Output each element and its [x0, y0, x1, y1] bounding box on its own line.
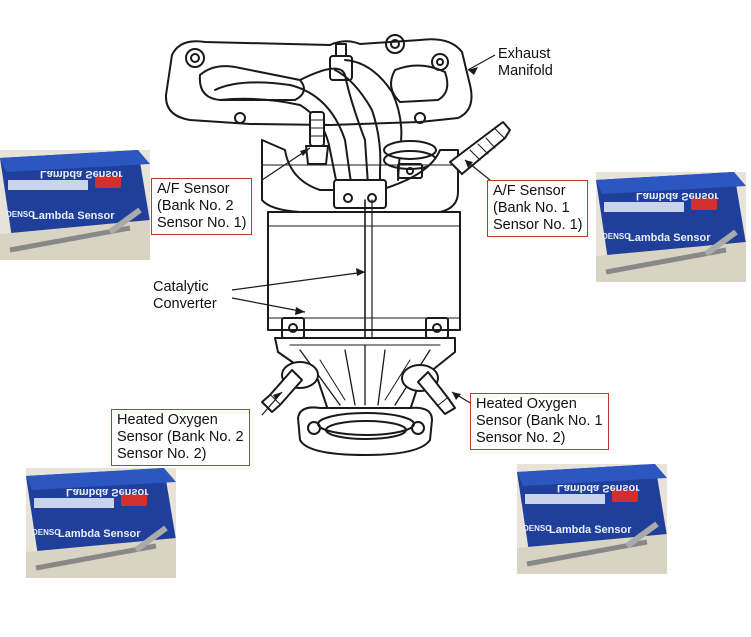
ho2-sensor-bank1-part	[417, 371, 456, 415]
af-sensor-bank2-part	[305, 111, 329, 165]
manifold-flange	[164, 38, 473, 126]
ho2-sensor-bank2-label: Heated Oxygen Sensor (Bank No. 2 Sensor …	[111, 409, 250, 466]
box-product-name-side: Lambda Sensor	[32, 210, 115, 222]
af-sensor-bank1-part	[449, 121, 511, 175]
product-photo-bottom-right: Lambda Sensor Lambda Sensor DENSO	[517, 464, 667, 574]
af-sensor-bank2-label: A/F Sensor (Bank No. 2 Sensor No. 1)	[151, 178, 253, 235]
box-product-name-side: Lambda Sensor	[628, 232, 711, 244]
box-product-name-side: Lambda Sensor	[549, 524, 632, 536]
box-brand: DENSO	[602, 232, 631, 241]
leader-converter-b	[231, 297, 306, 313]
manifold-runner-right	[344, 59, 403, 181]
product-photo-top-left: Lambda Sensor Lambda Sensor DENSO	[0, 150, 150, 260]
leader-exhaust-manifold	[467, 54, 496, 71]
converter-upper-shell	[261, 139, 459, 213]
catalytic-converter-label: Catalytic Converter	[153, 279, 217, 312]
exhaust-manifold-label: Exhaust Manifold	[498, 46, 553, 79]
box-product-name: Lambda Sensor	[557, 482, 640, 494]
manifold-runner-left	[214, 81, 353, 191]
ho2-sensor-bank1-label: Heated Oxygen Sensor (Bank No. 1 Sensor …	[470, 393, 609, 450]
product-photo-top-right: Lambda Sensor Lambda Sensor DENSO	[596, 172, 746, 282]
box-brand: DENSO	[523, 524, 552, 533]
box-brand: DENSO	[6, 210, 35, 219]
box-brand: DENSO	[32, 528, 61, 537]
product-photo-bottom-left: Lambda Sensor Lambda Sensor DENSO	[26, 468, 176, 578]
leader-converter-a	[231, 271, 366, 291]
box-product-name-side: Lambda Sensor	[58, 528, 141, 540]
catalytic-converter-body	[267, 211, 461, 331]
box-product-name: Lambda Sensor	[636, 190, 719, 202]
outlet-flange	[297, 406, 433, 456]
box-product-name: Lambda Sensor	[66, 486, 149, 498]
box-product-name: Lambda Sensor	[40, 168, 123, 180]
af-sensor-bank1-label: A/F Sensor (Bank No. 1 Sensor No. 1)	[487, 180, 589, 237]
